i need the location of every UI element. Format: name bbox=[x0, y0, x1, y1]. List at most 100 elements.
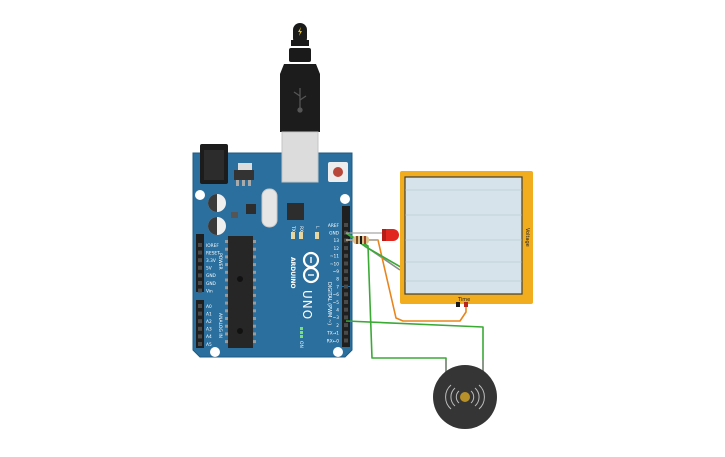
analog-pin[interactable] bbox=[198, 334, 202, 339]
digital-pin[interactable] bbox=[344, 276, 348, 281]
chip-pin bbox=[225, 293, 228, 297]
sound-waves-icon bbox=[445, 384, 485, 410]
analog-pin[interactable] bbox=[198, 311, 202, 316]
power-section-label: POWER bbox=[217, 253, 223, 270]
brand-label: ARDUINO bbox=[289, 257, 296, 288]
red-led[interactable] bbox=[346, 229, 399, 241]
reset-button[interactable] bbox=[328, 162, 348, 182]
digital-pin[interactable] bbox=[344, 300, 348, 304]
digital-pin-label: TX→1 bbox=[326, 331, 339, 337]
piezo-buzzer[interactable] bbox=[433, 360, 497, 429]
analog-pin[interactable] bbox=[198, 342, 202, 346]
digital-pin-label: GND bbox=[329, 231, 340, 237]
chip-pin bbox=[253, 278, 256, 282]
power-pin-label: GND bbox=[206, 281, 217, 287]
power-pin[interactable] bbox=[198, 258, 202, 263]
digital-pin-label: ~11 bbox=[330, 254, 339, 260]
oscilloscope[interactable]: Time Voltage bbox=[400, 171, 533, 307]
digital-pin-label: 7 bbox=[336, 284, 339, 290]
digital-pin-label: 2 bbox=[336, 323, 339, 329]
digital-pin-label: ~5 bbox=[333, 300, 340, 306]
usb-chip bbox=[287, 203, 304, 220]
digital-pin[interactable] bbox=[344, 307, 348, 312]
power-pin-label: RESET bbox=[206, 250, 220, 256]
analog-pin-label: A1 bbox=[206, 311, 212, 317]
power-pin[interactable] bbox=[198, 281, 202, 285]
analog-pin-label: A3 bbox=[206, 327, 212, 333]
digital-pin-label: 8 bbox=[336, 277, 339, 283]
digital-pin-label: RX←0 bbox=[327, 338, 340, 344]
mounting-hole bbox=[333, 347, 343, 357]
analog-pin[interactable] bbox=[198, 304, 202, 308]
chip-pin bbox=[253, 324, 256, 328]
digital-pin-label: AREF bbox=[328, 223, 340, 229]
chip-pin bbox=[253, 247, 256, 251]
capacitor bbox=[208, 217, 226, 235]
power-pin-label: Vin bbox=[206, 288, 213, 294]
chip-pin bbox=[225, 340, 228, 344]
digital-pin[interactable] bbox=[344, 338, 348, 343]
scope-terminal[interactable] bbox=[464, 302, 468, 307]
digital-pin[interactable] bbox=[344, 269, 348, 274]
chip-pin bbox=[225, 309, 228, 313]
crystal-oscillator bbox=[261, 188, 278, 228]
digital-pin[interactable] bbox=[344, 330, 348, 335]
chip-pin bbox=[225, 301, 228, 305]
l-led-label: L bbox=[314, 226, 320, 229]
chip-pin bbox=[225, 240, 228, 243]
power-pin-label: GND bbox=[206, 273, 217, 279]
resistor[interactable] bbox=[346, 236, 378, 244]
digital-pin[interactable] bbox=[344, 292, 348, 297]
voltage-regulator bbox=[234, 163, 254, 186]
analog-pin-label: A5 bbox=[206, 342, 212, 348]
digital-pin-label: 12 bbox=[334, 246, 340, 252]
analog-pin[interactable] bbox=[198, 326, 202, 331]
time-axis-label: Time bbox=[457, 297, 470, 303]
chip-pin bbox=[225, 247, 228, 251]
chip-pin bbox=[225, 324, 228, 328]
chip-pin bbox=[225, 263, 228, 267]
oscilloscope-screen bbox=[404, 176, 523, 295]
power-pin-label: 3.3V bbox=[206, 258, 216, 264]
digital-pin[interactable] bbox=[344, 253, 348, 258]
status-leds: TX RX L bbox=[290, 225, 320, 239]
power-pin-label: IOREF bbox=[206, 243, 219, 249]
digital-pin-label: ~10 bbox=[330, 261, 339, 267]
digital-pin[interactable] bbox=[344, 323, 348, 328]
analog-pin[interactable] bbox=[198, 319, 202, 324]
scope-terminal[interactable] bbox=[456, 302, 460, 307]
power-pin[interactable] bbox=[198, 265, 202, 270]
chip-pin bbox=[225, 286, 228, 290]
chip-pin bbox=[253, 340, 256, 344]
chip-pin bbox=[253, 263, 256, 267]
voltage-axis-label: Voltage bbox=[524, 228, 530, 247]
digital-pin-label: ~3 bbox=[333, 315, 340, 321]
model-label: UNO bbox=[300, 290, 314, 320]
digital-section-label: DIGITAL (PWM ~) bbox=[326, 282, 332, 325]
power-pin[interactable] bbox=[198, 273, 202, 278]
digital-pin-label: ~6 bbox=[333, 292, 340, 298]
digital-pin[interactable] bbox=[344, 315, 348, 320]
power-pin[interactable] bbox=[198, 250, 202, 255]
chip-pin bbox=[225, 317, 228, 320]
chip-pin bbox=[253, 240, 256, 243]
chip-pin bbox=[253, 309, 256, 313]
digital-pin[interactable] bbox=[344, 261, 348, 266]
chip-pin bbox=[225, 270, 228, 274]
power-pin[interactable] bbox=[198, 288, 202, 293]
digital-pin[interactable] bbox=[344, 223, 348, 227]
digital-pin-label: 13 bbox=[334, 238, 340, 244]
chip-pin bbox=[253, 301, 256, 305]
digital-pin[interactable] bbox=[344, 284, 348, 289]
analog-section-label: ANALOG IN bbox=[217, 313, 223, 338]
infinity-logo bbox=[302, 251, 320, 284]
power-jack bbox=[200, 144, 228, 184]
digital-pin[interactable] bbox=[344, 246, 348, 251]
analog-pin-label: A2 bbox=[206, 319, 212, 325]
power-pin[interactable] bbox=[198, 243, 202, 247]
wire-green[interactable] bbox=[345, 320, 484, 372]
